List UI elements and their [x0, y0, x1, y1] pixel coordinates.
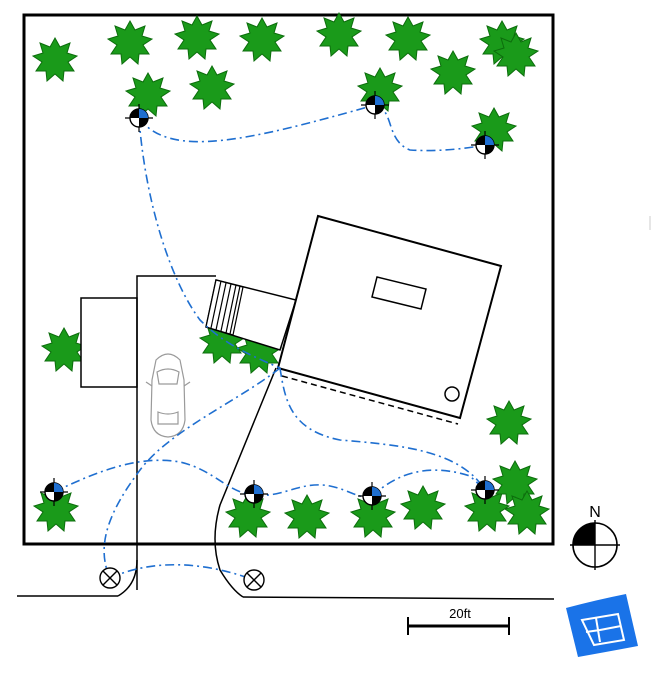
- chimney-vent: [444, 386, 460, 402]
- lighting-wiring: [53, 104, 486, 581]
- tree-canopy-icon: [125, 72, 171, 117]
- scale-bar: 20ft: [407, 606, 510, 635]
- tree-canopy-icon: [239, 17, 285, 62]
- tree-canopy-icon: [400, 485, 446, 530]
- tree-canopy-icon: [486, 400, 532, 445]
- house: [276, 214, 503, 425]
- car-icon: [145, 353, 191, 438]
- property-boundary: [22, 13, 555, 546]
- driveway-right-edge: [214, 367, 277, 598]
- tree-canopy-icon: [189, 65, 235, 110]
- x-circle-junction-icon: [99, 567, 121, 589]
- blueprint-logo-icon: [566, 594, 638, 657]
- junction-boxes: [99, 567, 265, 591]
- street-edge-right: [242, 596, 555, 600]
- tree-canopy-icon: [32, 37, 78, 82]
- front-steps: [205, 279, 297, 351]
- x-circle-junction-icon: [243, 569, 265, 591]
- tree-canopy-icon: [107, 20, 153, 65]
- tree-canopy-icon: [41, 327, 87, 372]
- side-building: [80, 297, 138, 388]
- skylight: [371, 276, 427, 310]
- porch-overhang: [281, 375, 459, 425]
- scale-bar-label: 20ft: [449, 606, 471, 621]
- driveway-left-edge: [136, 275, 216, 590]
- compass-north-label: N: [589, 504, 601, 521]
- tree-canopy-icon: [316, 12, 362, 57]
- tree-canopy-icon: [430, 50, 476, 95]
- tree-canopy-icon: [385, 16, 431, 61]
- tree-canopy-icon: [174, 15, 220, 60]
- compass-icon: N: [570, 504, 620, 570]
- tree-canopy-icon: [284, 494, 330, 539]
- driveway-left-curb: [117, 559, 138, 597]
